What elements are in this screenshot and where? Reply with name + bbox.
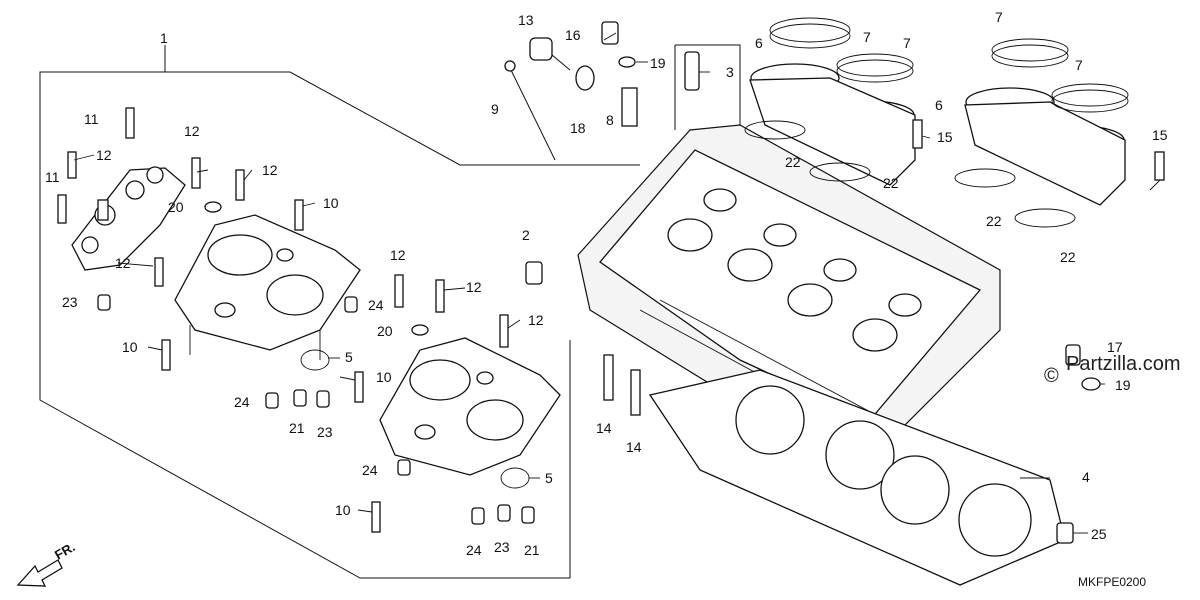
callout-12c: 12 bbox=[262, 162, 278, 178]
o-rings bbox=[744, 120, 1076, 228]
callout-10c: 10 bbox=[376, 369, 392, 385]
callout-1: 1 bbox=[160, 30, 168, 46]
callout-6b: 6 bbox=[935, 97, 943, 113]
callout-18: 18 bbox=[570, 120, 586, 136]
callout-labels: 1 2 3 4 5 5 6 6 7 7 7 7 8 9 10 10 10 10 … bbox=[45, 9, 1168, 558]
callout-19b: 19 bbox=[1115, 377, 1131, 393]
callout-7a: 7 bbox=[863, 29, 871, 45]
front-arrow-icon bbox=[16, 559, 63, 587]
callout-12b: 12 bbox=[184, 123, 200, 139]
callout-24b: 24 bbox=[234, 394, 250, 410]
callout-6a: 6 bbox=[755, 35, 763, 51]
cylinder-head bbox=[577, 124, 1001, 461]
watermark-text: Partzilla.com bbox=[1066, 353, 1180, 375]
callout-14b: 14 bbox=[626, 439, 642, 455]
callout-3: 3 bbox=[726, 64, 734, 80]
callout-23c: 23 bbox=[494, 539, 510, 555]
callout-17: 17 bbox=[1107, 339, 1123, 355]
callout-7c: 7 bbox=[995, 9, 1003, 25]
callout-22a: 22 bbox=[785, 154, 801, 170]
callout-21a: 21 bbox=[289, 420, 305, 436]
callout-7d: 7 bbox=[1075, 57, 1083, 73]
callout-25: 25 bbox=[1091, 526, 1107, 542]
callout-11b: 11 bbox=[45, 169, 60, 185]
head-gasket bbox=[648, 369, 1066, 586]
callout-23b: 23 bbox=[317, 424, 333, 440]
callout-11a: 11 bbox=[84, 111, 99, 127]
callout-24c: 24 bbox=[362, 462, 378, 478]
callout-12g: 12 bbox=[528, 312, 544, 328]
callout-10b: 10 bbox=[122, 339, 138, 355]
callout-4: 4 bbox=[1082, 469, 1090, 485]
callout-9: 9 bbox=[491, 101, 499, 117]
callout-21b: 21 bbox=[524, 542, 540, 558]
callout-5a: 5 bbox=[345, 349, 353, 365]
callout-20b: 20 bbox=[377, 323, 393, 339]
camshaft-holder-lower bbox=[379, 337, 561, 476]
intake-insulators bbox=[749, 63, 1126, 206]
callout-12f: 12 bbox=[466, 279, 482, 295]
callout-7b: 7 bbox=[903, 35, 911, 51]
callout-23a: 23 bbox=[62, 294, 78, 310]
callout-22c: 22 bbox=[986, 213, 1002, 229]
callout-10d: 10 bbox=[335, 502, 351, 518]
callout-14a: 14 bbox=[596, 420, 612, 436]
callout-22b: 22 bbox=[883, 175, 899, 191]
callout-20a: 20 bbox=[168, 199, 184, 215]
camshaft-holder-small bbox=[71, 166, 186, 271]
callout-10a: 10 bbox=[323, 195, 339, 211]
callout-12d: 12 bbox=[115, 255, 131, 271]
callout-16: 16 bbox=[565, 27, 581, 43]
leader-lines bbox=[73, 32, 1161, 534]
insulator-bands bbox=[769, 17, 1129, 113]
watermark-symbol: © bbox=[1044, 365, 1059, 387]
callout-15a: 15 bbox=[937, 129, 953, 145]
callout-12a: 12 bbox=[96, 147, 112, 163]
assembly-boundary bbox=[39, 44, 741, 579]
callout-24d: 24 bbox=[466, 542, 482, 558]
front-indicator: FR. bbox=[16, 539, 78, 587]
callout-24a: 24 bbox=[368, 297, 384, 313]
front-label: FR. bbox=[52, 539, 78, 562]
callout-12e: 12 bbox=[390, 247, 406, 263]
callout-22d: 22 bbox=[1060, 249, 1076, 265]
watermark: © Partzilla.com bbox=[1044, 353, 1180, 387]
figure-code: MKFPE0200 bbox=[1078, 575, 1146, 589]
callout-15b: 15 bbox=[1152, 127, 1168, 143]
callout-13: 13 bbox=[518, 12, 534, 28]
callout-2: 2 bbox=[522, 227, 530, 243]
camshaft-holder-upper bbox=[174, 214, 361, 360]
callout-5b: 5 bbox=[545, 470, 553, 486]
callout-8: 8 bbox=[606, 112, 614, 128]
callout-19a: 19 bbox=[650, 55, 666, 71]
